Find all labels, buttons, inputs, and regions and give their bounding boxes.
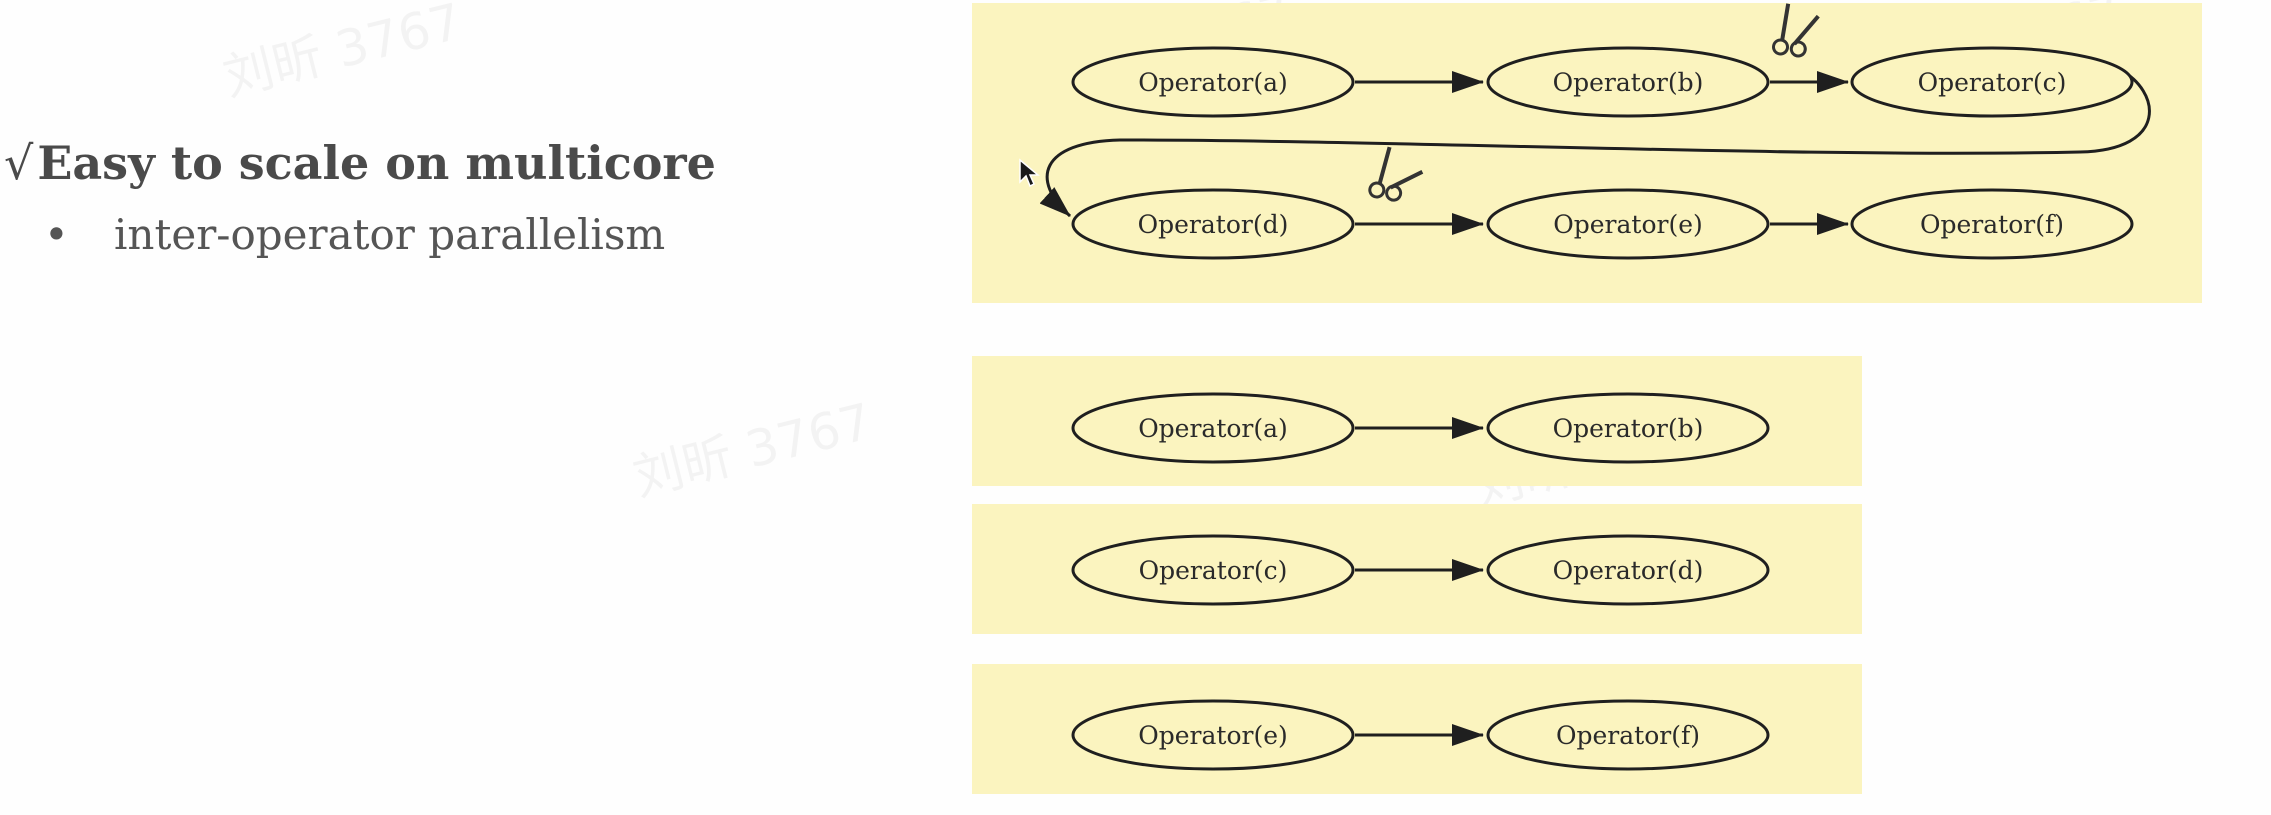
node-partition-3-from: Operator(e) xyxy=(1071,699,1355,771)
node-label: Operator(c) xyxy=(1918,68,2067,97)
node-label: Operator(e) xyxy=(1553,210,1703,239)
node-label: Operator(b) xyxy=(1553,414,1704,443)
node-operator-c: Operator(c) xyxy=(1850,46,2134,118)
bullet-item: • inter-operator parallelism xyxy=(44,210,665,259)
node-partition-1-to: Operator(b) xyxy=(1486,392,1770,464)
heading-text: Easy to scale on multicore xyxy=(37,136,716,190)
edge-c-d xyxy=(1039,68,2151,218)
node-operator-b: Operator(b) xyxy=(1486,46,1770,118)
node-operator-f: Operator(f) xyxy=(1850,188,2134,260)
node-label: Operator(a) xyxy=(1138,414,1288,443)
node-label: Operator(e) xyxy=(1138,721,1288,750)
node-label: Operator(d) xyxy=(1553,556,1704,585)
node-operator-a: Operator(a) xyxy=(1071,46,1355,118)
node-label: Operator(a) xyxy=(1138,68,1288,97)
scissors-icon xyxy=(1368,146,1424,202)
scissors-icon xyxy=(1772,3,1820,58)
node-label: Operator(b) xyxy=(1553,68,1704,97)
node-label: Operator(d) xyxy=(1138,210,1289,239)
node-partition-2-to: Operator(d) xyxy=(1486,534,1770,606)
node-operator-d: Operator(d) xyxy=(1071,188,1355,260)
bullet-text: inter-operator parallelism xyxy=(114,210,666,259)
mouse-cursor-icon xyxy=(1019,158,1040,188)
node-partition-2-from: Operator(c) xyxy=(1071,534,1355,606)
node-partition-3-to: Operator(f) xyxy=(1486,699,1770,771)
node-operator-e: Operator(e) xyxy=(1486,188,1770,260)
slide-heading: √Easy to scale on multicore xyxy=(4,136,716,190)
node-label: Operator(c) xyxy=(1139,556,1288,585)
node-label: Operator(f) xyxy=(1556,721,1700,750)
bullet-dot-icon: • xyxy=(44,210,69,259)
node-partition-1-from: Operator(a) xyxy=(1071,392,1355,464)
node-label: Operator(f) xyxy=(1920,210,2064,239)
check-mark-icon: √ xyxy=(4,136,34,190)
